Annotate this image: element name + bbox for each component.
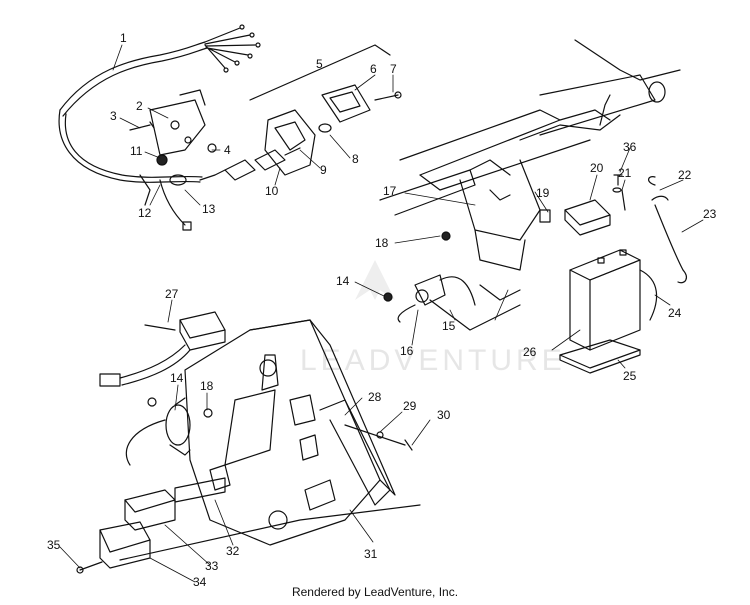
watermark-text: LEADVENTURE	[300, 344, 566, 377]
callout-13: 13	[202, 202, 216, 216]
callout-14-lower: 14	[170, 371, 184, 385]
mounting-plate-drawing	[119, 319, 421, 561]
mounting-bracket-drawing	[149, 89, 206, 156]
grommet-drawing	[441, 231, 451, 241]
regulator-drawing	[99, 311, 226, 387]
callout-16: 16	[400, 344, 414, 358]
callout-28: 28	[368, 390, 382, 404]
callout-8: 8	[352, 152, 359, 166]
leader-lines	[59, 44, 704, 583]
callout-2: 2	[136, 99, 143, 113]
battery-drawing	[559, 249, 641, 374]
group-bracket-line	[249, 44, 391, 101]
callout-15: 15	[442, 319, 456, 333]
callout-21: 21	[618, 166, 632, 180]
relay-drawing	[76, 489, 176, 574]
callout-7: 7	[390, 62, 397, 76]
callout-14: 14	[336, 274, 350, 288]
callout-11: 11	[130, 144, 143, 158]
callout-labels: 1 2 3 4 5 6 7 8 9 10 11 12 13 14 15 16 1…	[47, 31, 717, 589]
connector-drawing	[224, 147, 301, 181]
coil-drawing-lower	[125, 397, 213, 466]
callout-35: 35	[47, 538, 61, 552]
battery-cable-drawing	[639, 269, 658, 321]
callout-18-lower: 18	[200, 379, 214, 393]
callout-9: 9	[320, 163, 327, 177]
callout-27: 27	[165, 287, 179, 301]
callout-29: 29	[403, 399, 417, 413]
nut-drawing	[156, 154, 168, 166]
callout-20: 20	[590, 161, 604, 175]
callout-22: 22	[678, 168, 692, 182]
callout-36: 36	[623, 140, 637, 154]
callout-10: 10	[265, 184, 279, 198]
callout-6: 6	[370, 62, 377, 76]
callout-18: 18	[375, 236, 389, 250]
lamp-housing-drawing	[264, 84, 402, 176]
callout-17: 17	[383, 184, 397, 198]
callout-30: 30	[437, 408, 451, 422]
callout-12: 12	[138, 206, 152, 220]
ignition-coil-drawing	[383, 274, 476, 323]
washer-drawing	[207, 143, 217, 153]
callout-1: 1	[120, 31, 127, 45]
hook-drawing	[648, 176, 656, 186]
callout-5: 5	[316, 57, 323, 71]
screw-drawing	[129, 121, 155, 131]
watermark: LEADVENTURE	[300, 260, 566, 377]
callout-19: 19	[536, 186, 550, 200]
callout-23: 23	[703, 207, 717, 221]
battery-cover-drawing	[564, 199, 611, 236]
callout-25: 25	[623, 369, 637, 383]
bolt-drawing-lower	[344, 424, 413, 451]
battery-strap-drawing	[654, 204, 684, 271]
callout-24: 24	[668, 306, 682, 320]
callout-3: 3	[110, 109, 117, 123]
frame-drawing	[379, 39, 681, 331]
clip-drawing	[621, 189, 626, 211]
callout-26: 26	[523, 345, 537, 359]
callout-32: 32	[226, 544, 240, 558]
callout-31: 31	[364, 547, 378, 561]
callout-34: 34	[193, 575, 207, 589]
watermark-logo	[355, 260, 395, 300]
wiring-harness-drawing	[58, 24, 261, 231]
bolt-drawing	[613, 174, 623, 186]
render-credit: Rendered by LeadVenture, Inc.	[291, 585, 459, 599]
callout-4: 4	[224, 143, 231, 157]
callout-33: 33	[205, 559, 219, 573]
